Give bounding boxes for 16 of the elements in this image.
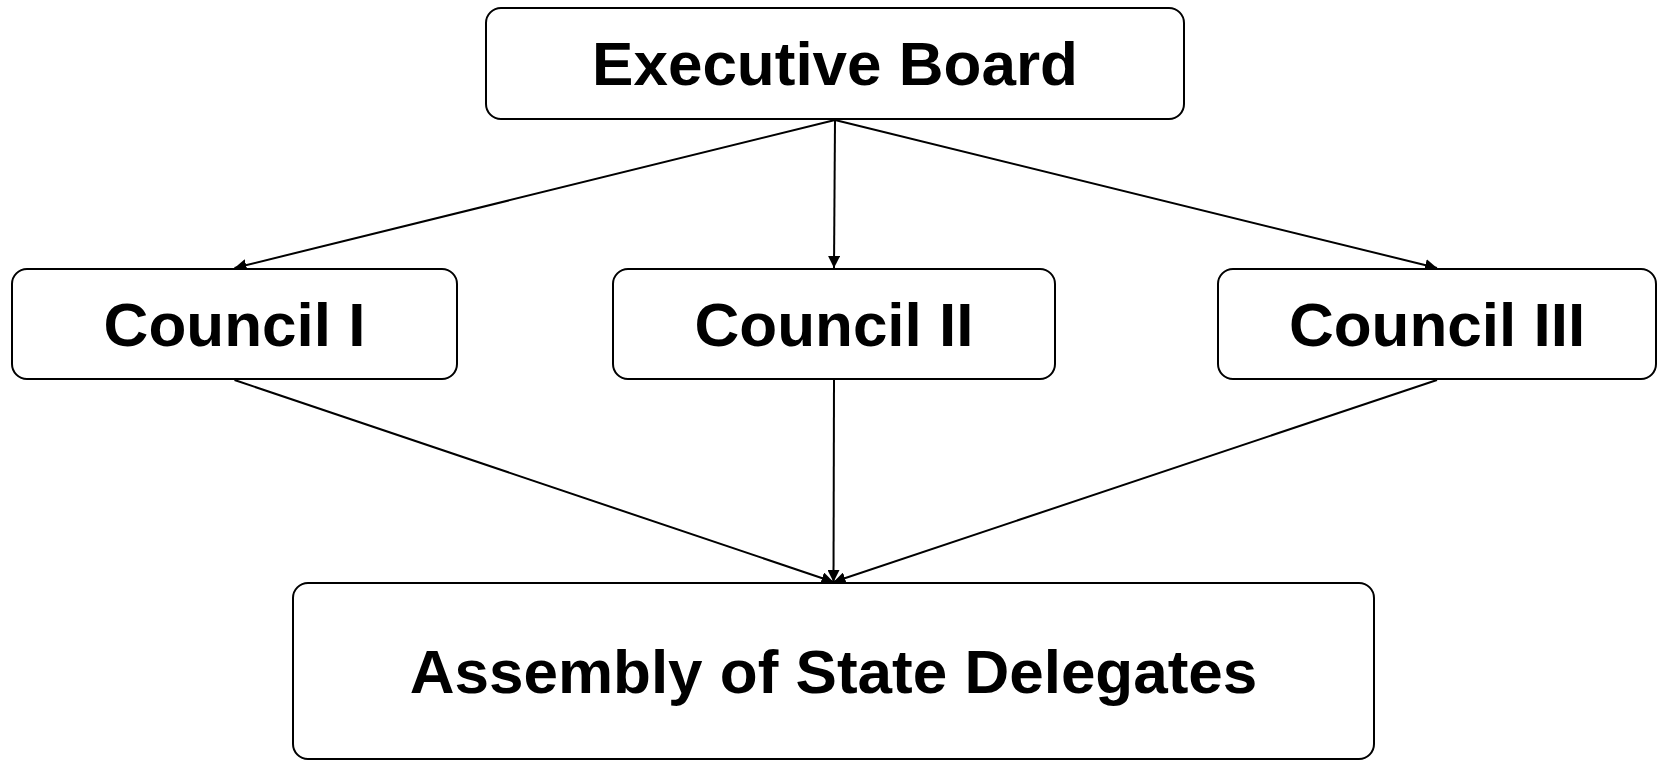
rounded-box <box>612 268 1056 380</box>
box-label: Council II <box>694 288 974 360</box>
arrow <box>834 119 1438 271</box>
rounded-box <box>1217 268 1657 380</box>
arrow <box>233 379 835 584</box>
rounded-box <box>292 582 1375 760</box>
box-label: Council I <box>103 288 366 360</box>
box-label: Executive Board <box>592 28 1078 99</box>
box-label: Council III <box>1288 288 1586 360</box>
arrow <box>832 379 1438 584</box>
arrow <box>233 119 836 271</box>
box-label: Assembly of State Delegates <box>409 635 1258 707</box>
arrow <box>827 379 840 583</box>
rounded-box <box>485 7 1185 120</box>
rounded-box <box>11 268 458 380</box>
arrow <box>828 119 841 269</box>
